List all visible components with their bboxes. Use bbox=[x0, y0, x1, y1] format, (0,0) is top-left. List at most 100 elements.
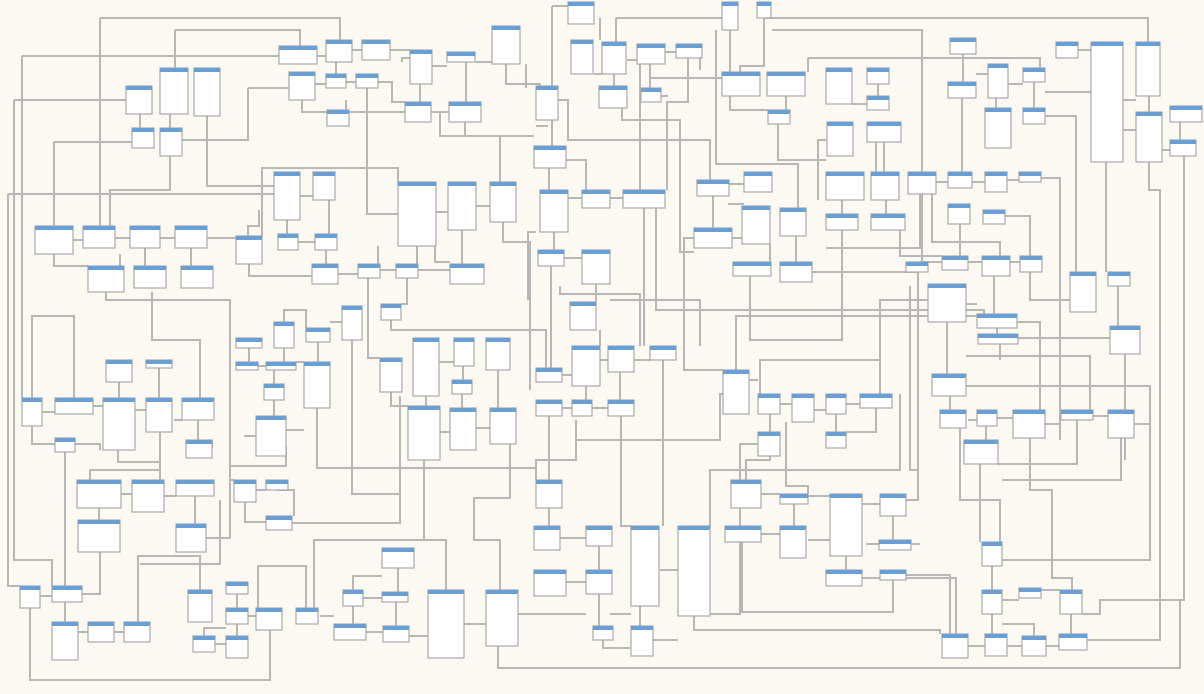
diagram-node[interactable] bbox=[76, 479, 122, 509]
diagram-node[interactable] bbox=[533, 525, 561, 551]
diagram-node[interactable] bbox=[379, 357, 403, 393]
diagram-node[interactable] bbox=[535, 85, 559, 121]
diagram-node[interactable] bbox=[879, 569, 907, 581]
diagram-node[interactable] bbox=[1018, 171, 1042, 183]
diagram-node[interactable] bbox=[1018, 587, 1042, 599]
diagram-node[interactable] bbox=[630, 525, 660, 607]
diagram-node[interactable] bbox=[982, 209, 1006, 225]
diagram-node[interactable] bbox=[981, 589, 1003, 615]
diagram-node[interactable] bbox=[866, 95, 890, 111]
diagram-node[interactable] bbox=[174, 225, 208, 249]
diagram-node[interactable] bbox=[404, 101, 432, 123]
diagram-node[interactable] bbox=[333, 623, 367, 641]
diagram-node[interactable] bbox=[489, 181, 517, 223]
diagram-node[interactable] bbox=[225, 635, 249, 659]
diagram-node[interactable] bbox=[535, 399, 563, 417]
diagram-node[interactable] bbox=[451, 379, 473, 395]
diagram-node[interactable] bbox=[984, 633, 1008, 657]
diagram-node[interactable] bbox=[721, 71, 761, 97]
diagram-node[interactable] bbox=[977, 333, 1019, 345]
diagram-node[interactable] bbox=[939, 409, 967, 429]
diagram-node[interactable] bbox=[941, 633, 969, 659]
diagram-node[interactable] bbox=[947, 171, 973, 189]
diagram-node[interactable] bbox=[826, 121, 854, 157]
diagram-node[interactable] bbox=[1058, 633, 1088, 651]
diagram-node[interactable] bbox=[87, 265, 125, 293]
diagram-node[interactable] bbox=[779, 493, 809, 505]
diagram-node[interactable] bbox=[412, 337, 440, 397]
diagram-node[interactable] bbox=[829, 493, 863, 557]
diagram-node[interactable] bbox=[630, 625, 654, 657]
diagram-node[interactable] bbox=[1022, 107, 1046, 125]
diagram-node[interactable] bbox=[976, 313, 1018, 329]
diagram-node[interactable] bbox=[878, 539, 912, 551]
diagram-node[interactable] bbox=[192, 635, 216, 653]
diagram-node[interactable] bbox=[571, 345, 601, 387]
diagram-node[interactable] bbox=[571, 399, 593, 417]
diagram-node[interactable] bbox=[949, 37, 977, 55]
diagram-node[interactable] bbox=[585, 569, 613, 595]
diagram-node[interactable] bbox=[1109, 325, 1141, 355]
diagram-node[interactable] bbox=[357, 263, 381, 279]
diagram-node[interactable] bbox=[732, 261, 772, 277]
diagram-node[interactable] bbox=[325, 39, 353, 63]
diagram-node[interactable] bbox=[825, 431, 847, 449]
diagram-node[interactable] bbox=[87, 621, 115, 643]
diagram-node[interactable] bbox=[598, 85, 628, 109]
diagram-node[interactable] bbox=[779, 525, 807, 559]
diagram-node[interactable] bbox=[870, 213, 906, 231]
diagram-node[interactable] bbox=[741, 205, 771, 245]
diagram-node[interactable] bbox=[314, 233, 338, 251]
diagram-node[interactable] bbox=[592, 625, 614, 641]
diagram-node[interactable] bbox=[397, 181, 437, 247]
diagram-node[interactable] bbox=[947, 203, 971, 225]
diagram-node[interactable] bbox=[927, 283, 967, 323]
diagram-node[interactable] bbox=[757, 431, 781, 457]
diagram-node[interactable] bbox=[265, 515, 293, 531]
diagram-node[interactable] bbox=[311, 263, 339, 285]
diagram-node[interactable] bbox=[181, 397, 215, 421]
diagram-node[interactable] bbox=[235, 235, 263, 265]
diagram-node[interactable] bbox=[779, 207, 807, 237]
diagram-node[interactable] bbox=[34, 225, 74, 255]
diagram-node[interactable] bbox=[225, 607, 249, 625]
diagram-node[interactable] bbox=[535, 479, 563, 509]
diagram-node[interactable] bbox=[675, 43, 703, 59]
diagram-node[interactable] bbox=[825, 213, 859, 231]
diagram-node[interactable] bbox=[907, 171, 937, 195]
diagram-node[interactable] bbox=[649, 345, 677, 361]
diagram-node[interactable] bbox=[125, 85, 153, 115]
diagram-node[interactable] bbox=[105, 359, 133, 383]
diagram-node[interactable] bbox=[1090, 41, 1124, 163]
diagram-node[interactable] bbox=[448, 101, 482, 123]
diagram-node[interactable] bbox=[82, 225, 116, 249]
diagram-node[interactable] bbox=[54, 397, 94, 415]
diagram-node[interactable] bbox=[51, 621, 79, 661]
diagram-node[interactable] bbox=[342, 589, 364, 607]
diagram-node[interactable] bbox=[145, 397, 173, 433]
diagram-node[interactable] bbox=[427, 589, 465, 659]
diagram-node[interactable] bbox=[449, 407, 477, 451]
diagram-node[interactable] bbox=[1022, 67, 1046, 83]
diagram-node[interactable] bbox=[235, 361, 259, 371]
diagram-node[interactable] bbox=[446, 51, 476, 63]
diagram-node[interactable] bbox=[622, 189, 666, 209]
diagram-node[interactable] bbox=[485, 337, 511, 371]
diagram-node[interactable] bbox=[133, 265, 167, 289]
diagram-node[interactable] bbox=[312, 171, 336, 201]
diagram-node[interactable] bbox=[326, 109, 350, 127]
diagram-node[interactable] bbox=[984, 107, 1012, 149]
diagram-node[interactable] bbox=[1135, 111, 1163, 163]
diagram-node[interactable] bbox=[341, 305, 363, 341]
diagram-node[interactable] bbox=[159, 67, 189, 115]
diagram-node[interactable] bbox=[947, 81, 977, 99]
diagram-node[interactable] bbox=[581, 189, 611, 209]
diagram-node[interactable] bbox=[295, 607, 319, 625]
diagram-node[interactable] bbox=[21, 397, 43, 427]
diagram-node[interactable] bbox=[757, 393, 781, 415]
diagram-node[interactable] bbox=[1021, 635, 1047, 657]
diagram-node[interactable] bbox=[976, 409, 998, 427]
diagram-node[interactable] bbox=[931, 373, 967, 397]
diagram-node[interactable] bbox=[447, 181, 477, 231]
diagram-node[interactable] bbox=[263, 383, 285, 401]
